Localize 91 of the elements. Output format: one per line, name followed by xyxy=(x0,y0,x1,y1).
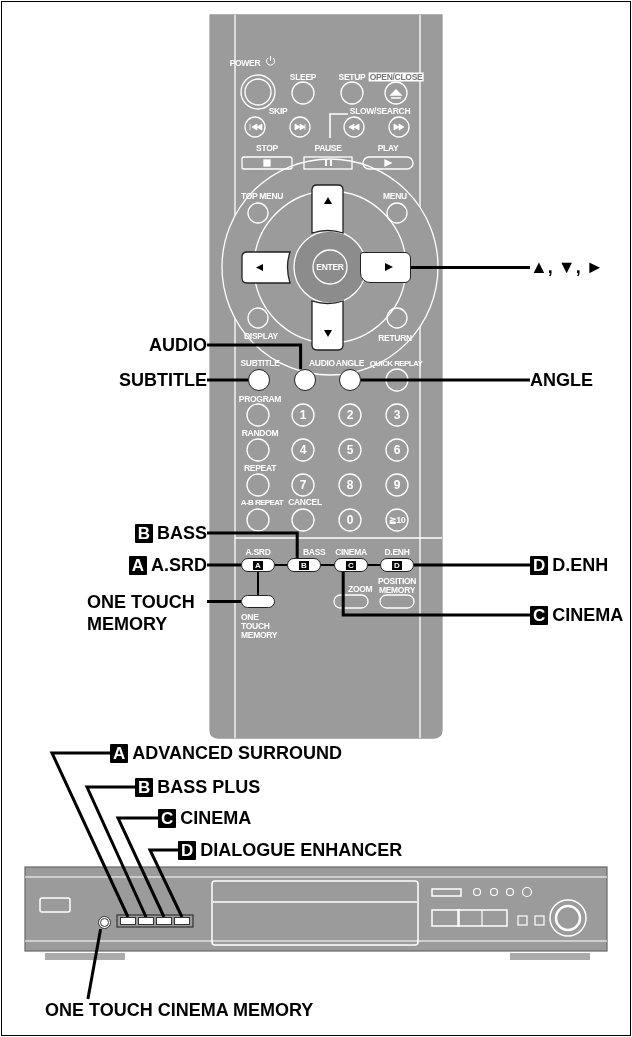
button-label: ONE TOUCH MEMORY xyxy=(241,613,279,640)
button-label: SLOW/SEARCH xyxy=(349,106,411,116)
panel-button xyxy=(156,917,172,925)
callout-label: CINEMA xyxy=(552,604,624,626)
leader-line xyxy=(207,378,248,382)
callout-label: CINEMA xyxy=(180,807,252,829)
mode-button xyxy=(241,595,275,608)
button-label: BASS xyxy=(303,547,326,557)
button-label: SLEEP xyxy=(289,72,317,82)
connector-line xyxy=(367,564,381,566)
letter-badge: A xyxy=(253,560,263,570)
mode-button xyxy=(334,558,368,572)
connector-line xyxy=(274,564,288,566)
button-label: A-B REPEAT xyxy=(240,497,284,507)
leader-line xyxy=(207,343,303,369)
button-label: PROGRAM xyxy=(238,394,282,404)
panel-button xyxy=(174,917,190,925)
leader-line xyxy=(414,563,530,567)
letter-badge: D xyxy=(392,560,402,570)
letter-badge: B xyxy=(299,560,309,570)
key-number: 5 xyxy=(346,445,354,455)
button-label: POSITION MEMORY xyxy=(376,577,418,595)
letter-badge: C xyxy=(346,560,356,570)
callout-label: BASS PLUS xyxy=(157,776,261,798)
callout-label: A.SRD xyxy=(151,554,207,576)
button-label: RANDOM xyxy=(241,428,279,438)
panel-button xyxy=(120,917,136,925)
letter-badge: C xyxy=(530,605,549,625)
button-label: REPEAT xyxy=(244,463,276,473)
leader-line xyxy=(115,816,166,918)
button-label: ANGLE xyxy=(335,358,365,368)
connector-line xyxy=(320,564,335,566)
letter-badge: C xyxy=(158,808,177,828)
key-number: 6 xyxy=(393,445,401,455)
letter-badge: B xyxy=(135,777,154,797)
leader-line xyxy=(84,785,148,918)
leader-line xyxy=(207,600,241,603)
button-label: CINEMA xyxy=(335,547,367,557)
button-label: D.ENH xyxy=(384,547,410,557)
button-label: ENTER xyxy=(316,262,344,272)
button-label: MENU xyxy=(383,191,407,201)
callout-label: ▲, ▼, ► xyxy=(530,256,604,278)
leader-line xyxy=(207,531,299,558)
key-number: ≧10 xyxy=(388,515,406,525)
callout-label: D.ENH xyxy=(552,554,609,576)
callout-label: ADVANCED SURROUND xyxy=(132,742,342,764)
button-label: SETUP xyxy=(338,72,366,82)
callout-label: DIALOGUE ENHANCER xyxy=(200,839,403,861)
button-label: AUDIO xyxy=(309,358,335,368)
mode-button xyxy=(241,558,275,572)
leader-line xyxy=(341,572,530,617)
key-number: 7 xyxy=(299,480,307,490)
connector-line xyxy=(257,571,259,596)
letter-badge: D xyxy=(530,555,549,575)
letter-badge: D xyxy=(178,840,197,860)
callout-label: ONE TOUCH MEMORY xyxy=(87,591,207,635)
mode-button xyxy=(380,558,414,572)
key-number: 2 xyxy=(346,410,354,420)
button-label: STOP xyxy=(256,143,278,153)
button-label: SKIP xyxy=(268,106,288,116)
leader-line xyxy=(147,848,184,918)
button-label: CANCEL xyxy=(288,497,322,507)
key-number: 4 xyxy=(299,445,307,455)
callout-label: BASS xyxy=(157,522,207,544)
mode-button xyxy=(287,558,321,572)
button-label: A.SRD xyxy=(245,547,271,557)
arrow-key xyxy=(360,252,411,283)
leader-line xyxy=(49,751,130,918)
letter-badge: A xyxy=(110,743,129,763)
button-label: RETURN xyxy=(378,333,412,343)
button-label: ZOOM xyxy=(348,584,373,594)
callout-label: AUDIO xyxy=(149,334,207,356)
leader-line xyxy=(207,563,241,567)
letter-badge: A xyxy=(128,555,147,575)
key-number: 1 xyxy=(299,410,307,420)
callout-label: ONE TOUCH CINEMA MEMORY xyxy=(45,999,314,1021)
leader-line xyxy=(86,928,103,1000)
panel-button xyxy=(138,917,154,925)
button-label: PAUSE xyxy=(314,143,342,153)
key-number: 8 xyxy=(346,480,354,490)
leader-line xyxy=(411,266,530,269)
key-number: 0 xyxy=(346,515,354,525)
key-number: 3 xyxy=(393,410,401,420)
letter-badge: B xyxy=(134,523,153,543)
leader-line xyxy=(361,378,530,382)
button-label: PLAY xyxy=(377,143,399,153)
key-number: 9 xyxy=(393,480,401,490)
button-label: SUBTITLE xyxy=(240,358,280,368)
callout-label: ANGLE xyxy=(530,369,593,391)
button-label: OPEN/CLOSE xyxy=(368,72,424,82)
callout-label: SUBTITLE xyxy=(119,369,207,391)
